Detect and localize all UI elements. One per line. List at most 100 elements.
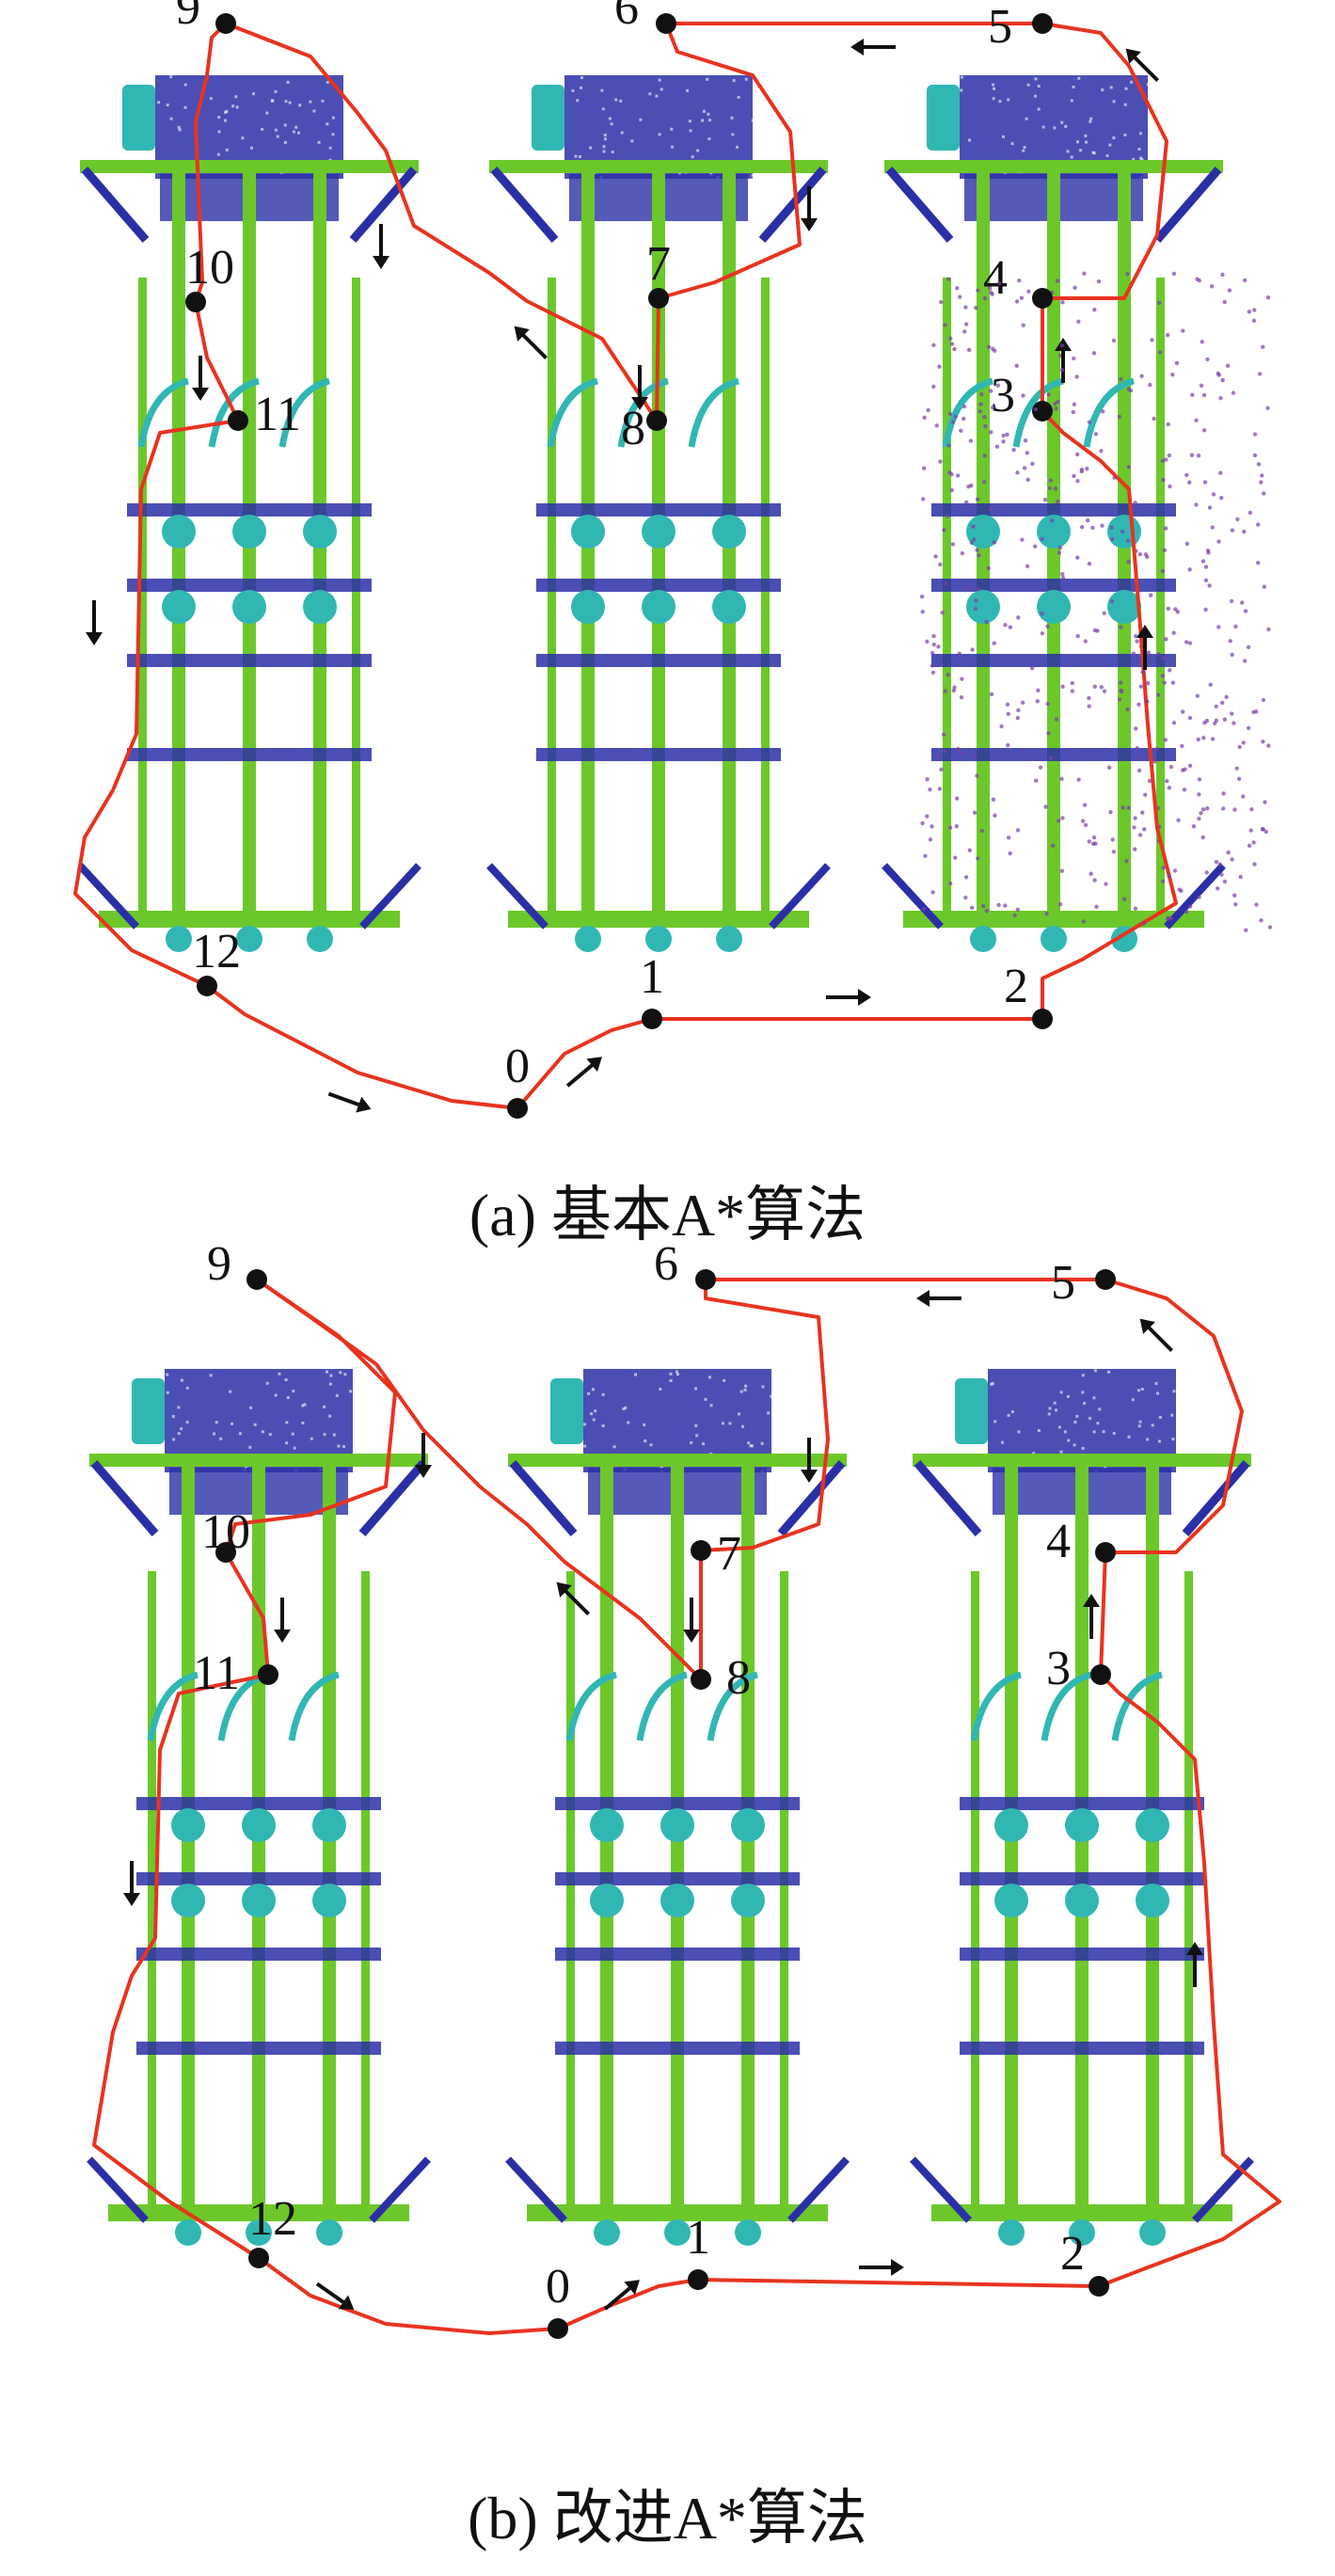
scatter-point [1244,928,1248,932]
machinery-speckle [634,1373,638,1376]
machinery-speckle [1081,1391,1085,1394]
scatter-point [939,767,944,772]
machinery-speckle [183,83,187,87]
scatter-point [1100,523,1105,528]
scatter-point [1117,414,1122,420]
machinery-speckle [328,146,332,150]
machinery-speckle [659,1388,662,1391]
scatter-point [992,540,997,545]
machinery-speckle [690,1440,693,1444]
waypoint-label: 7 [717,1527,741,1581]
scatter-point [995,383,1000,388]
top-strut [1153,167,1222,243]
waypoint-2 [1089,2276,1109,2297]
scatter-point [1191,824,1197,829]
tower-cyan-unit [132,1378,165,1444]
machinery-speckle [991,1382,994,1386]
scatter-point [1259,480,1263,485]
green-column [548,278,556,922]
waypoint-label: 0 [505,1040,530,1093]
scatter-point [949,487,954,493]
arrow-shaft [565,1059,598,1088]
machinery-speckle [291,1432,294,1436]
scatter-point [1120,529,1125,534]
machinery-speckle [265,111,269,115]
scatter-point [1227,288,1232,293]
scatter-point [1168,668,1172,673]
cyan-node [162,590,196,624]
tower-0-2 [882,75,1226,952]
arrow-shaft [560,1585,590,1615]
machinery-speckle [624,1406,628,1409]
machinery-speckle [1075,1414,1079,1418]
scatter-point [933,554,938,559]
scatter-point [1210,737,1216,741]
scatter-point [1256,462,1262,467]
machinery-speckle [1112,1432,1116,1436]
scatter-point [1204,718,1210,724]
waypoint-0 [548,2318,568,2339]
machinery-speckle [1102,1430,1105,1434]
machinery-speckle [172,1438,176,1441]
scatter-point [1074,452,1080,457]
scatter-point [1265,405,1270,411]
scatter-point [1164,457,1168,462]
blue-bar [960,2042,1204,2055]
direction-arrow [631,365,648,410]
scatter-point [1214,704,1218,709]
scatter-point [1046,731,1051,736]
arrow-head [1125,48,1141,64]
scatter-point [1081,919,1086,924]
scatter-point [1042,498,1048,502]
machinery-speckle [166,103,169,107]
waypoint-7 [648,288,669,309]
direction-arrow [565,1057,602,1088]
scatter-point [973,606,978,612]
machinery-speckle [328,1414,332,1418]
machinery-speckle [331,116,335,119]
scatter-point [1090,525,1095,531]
tower-cyan-unit [955,1378,988,1444]
scatter-point [947,411,953,417]
machinery-speckle [591,1388,595,1391]
scatter-point [1229,598,1234,604]
cyan-node [232,590,266,624]
machinery-speckle [1034,94,1038,98]
machinery-speckle [614,98,618,102]
scatter-point [943,749,947,754]
waypoint-label: 5 [988,0,1012,54]
scatter-point [1110,536,1115,542]
scatter-point [1207,583,1212,588]
scatter-point [1246,644,1251,650]
machinery-speckle [298,103,302,107]
scatter-point [1222,299,1227,305]
scatter-point [1008,851,1012,856]
scatter-point [1241,740,1246,745]
scatter-point [1143,792,1148,798]
machinery-speckle [169,75,173,79]
scatter-point [1075,633,1080,639]
scatter-point [1057,545,1063,550]
scatter-point [922,415,927,421]
bottom-base [903,911,1204,928]
scatter-point [1012,913,1017,918]
waypoint-12 [197,976,217,996]
arrow-shaft [327,1091,365,1109]
machinery-speckle [180,1427,183,1431]
waypoint-label: 7 [646,237,671,291]
scatter-point [1252,453,1258,458]
scatter-point [948,336,953,342]
scatter-point [1094,904,1099,910]
scatter-point [1059,868,1065,873]
machinery-speckle [1139,132,1143,135]
scatter-point [1133,847,1137,851]
scatter-point [993,813,997,818]
scatter-point [1180,743,1184,749]
machinery-speckle [732,79,736,83]
scatter-point [1154,746,1159,752]
scatter-point [1083,822,1089,828]
scatter-point [1187,904,1193,909]
arrow-head [556,1582,572,1598]
machinery-speckle [1059,1450,1063,1454]
